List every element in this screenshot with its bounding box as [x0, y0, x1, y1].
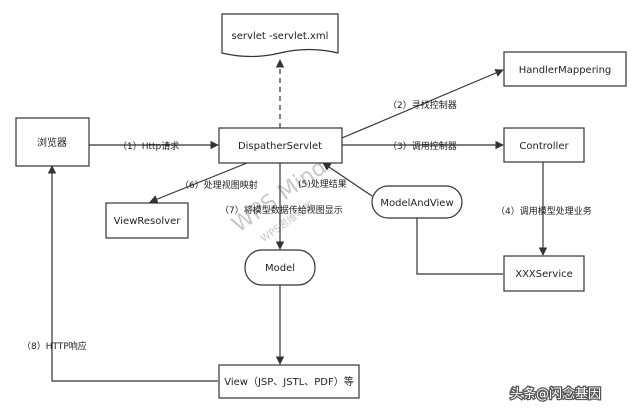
- node-view: View（JSP、JSTL、PDF）等: [218, 364, 360, 399]
- edge-label-step3: （3）调用控制器: [388, 140, 457, 152]
- node-view-resolver: ViewResolver: [105, 202, 189, 239]
- edges: （1）Http请求 （2）寻找控制器 （3）调用控制器 （4）调用模型处理业务 …: [22, 59, 592, 382]
- node-controller: Controller: [503, 127, 585, 163]
- node-dispather-servlet: DispatherServlet: [218, 127, 343, 164]
- node-model-and-view: ModelAndView: [371, 185, 463, 219]
- edge-label-step4: （4）调用模型处理业务: [496, 205, 592, 217]
- node-servlet-xml: servlet -servlet.xml: [221, 13, 339, 58]
- svg-text:Controller: Controller: [519, 141, 569, 152]
- edge-label-step2: （2）寻找控制器: [388, 99, 457, 111]
- watermark: WPS Mind WPS思维导图: [228, 155, 332, 245]
- edge-find-controller: [341, 69, 504, 139]
- edge-http-response: [47, 165, 218, 382]
- credit-text: 头条@闪念基因: [510, 386, 601, 402]
- edge-return-result: [322, 162, 373, 197]
- edge-label-step6: （6）处理视图映射: [180, 179, 258, 191]
- edge-label-step5: (5)处理结果: [298, 178, 347, 190]
- credit-badge: 头条@闪念基因: [509, 385, 603, 404]
- edge-service-result: [416, 218, 503, 275]
- edge-label-step1: （1）Http请求: [118, 140, 179, 152]
- svg-text:Model: Model: [265, 263, 295, 274]
- node-handler-mappering: HandlerMappering: [503, 51, 627, 87]
- edge-label-step7: （7）将模型数据传给视图显示: [220, 204, 343, 216]
- svg-text:ViewResolver: ViewResolver: [114, 216, 182, 227]
- svg-text:DispatherServlet: DispatherServlet: [238, 141, 322, 152]
- edge-view-mapping: [149, 162, 248, 204]
- svg-text:浏览器: 浏览器: [37, 136, 67, 149]
- svg-text:servlet -servlet.xml: servlet -servlet.xml: [232, 31, 329, 42]
- svg-text:View（JSP、JSTL、PDF）等: View（JSP、JSTL、PDF）等: [224, 375, 354, 388]
- node-model: Model: [244, 249, 316, 286]
- svg-text:ModelAndView: ModelAndView: [380, 198, 453, 209]
- node-xxx-service: XXXService: [503, 255, 585, 292]
- svg-text:XXXService: XXXService: [515, 269, 573, 280]
- svg-text:HandlerMappering: HandlerMappering: [519, 65, 612, 76]
- edge-label-step8: （8）HTTP响应: [22, 340, 87, 352]
- node-browser: 浏览器: [15, 117, 90, 167]
